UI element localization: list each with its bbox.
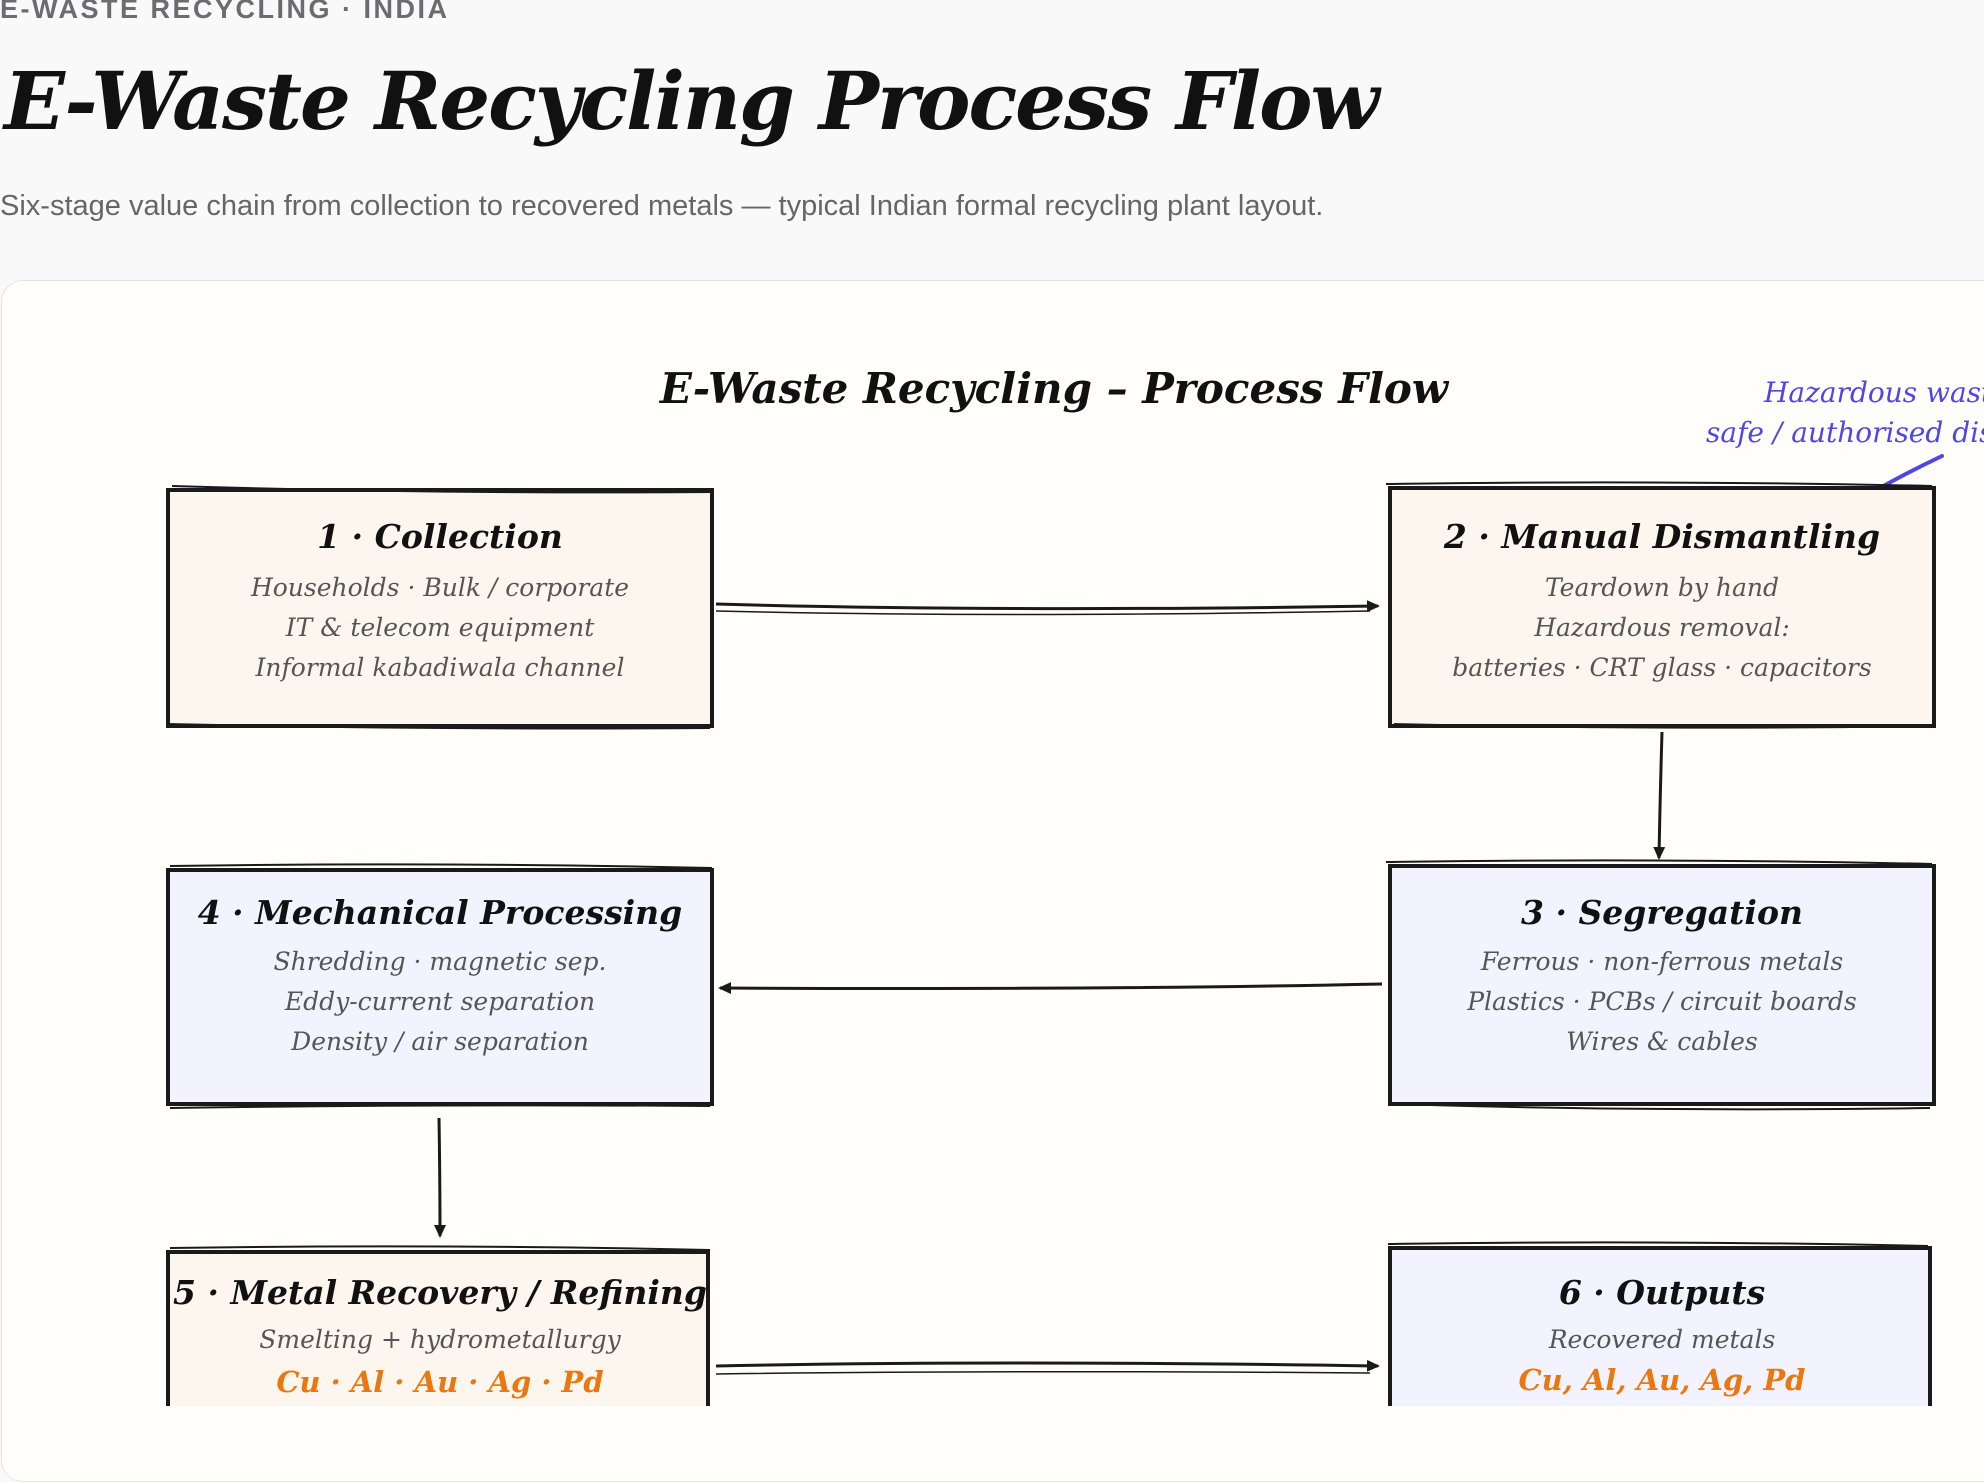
stage-line: Ferrous · non-ferrous metals	[1480, 947, 1843, 976]
stage-line: Hazardous removal:	[1533, 613, 1790, 642]
stage-line: Households · Bulk / corporate	[250, 573, 629, 602]
stage-line: Teardown by hand	[1545, 573, 1779, 602]
process-flow-diagram: E-Waste Recycling – Process Flow Hazardo…	[165, 364, 1984, 1406]
arrow-5-to-6	[715, 1359, 1380, 1372]
eyebrow-label: E-WASTE RECYCLING · INDIA	[0, 0, 450, 24]
stage-line: batteries · CRT glass · capacitors	[1452, 653, 1871, 682]
stage-box-manual-dismantling: 2 · Manual Dismantling Teardown by hand …	[1385, 481, 1936, 729]
stage-line: Informal kabadiwala channel	[255, 653, 625, 682]
stage-line: Plastics · PCBs / circuit boards	[1466, 987, 1857, 1016]
arrow-4-to-5	[433, 1117, 446, 1238]
stage-line: Recovered metals	[1548, 1325, 1776, 1354]
stage-line: IT & telecom equipment	[285, 613, 596, 642]
stage-line: Wires & cables	[1566, 1027, 1758, 1056]
stage-line: Density / air separation	[290, 1027, 589, 1056]
arrow-2-to-3	[1653, 731, 1666, 860]
page-title: E-Waste Recycling Process Flow	[4, 54, 1379, 148]
stage-title: 6 · Outputs	[1559, 1273, 1765, 1312]
stage-title: 1 · Collection	[317, 517, 563, 556]
stage-box-collection: 1 · Collection Households · Bulk / corpo…	[165, 485, 715, 730]
stage-line: Smelting + hydrometallurgy	[259, 1325, 621, 1354]
stage-line: Shredding · magnetic sep.	[274, 947, 607, 976]
diagram-title: E-Waste Recycling – Process Flow	[659, 364, 1450, 413]
page-subtitle: Six-stage value chain from collection to…	[0, 190, 1324, 222]
stage-highlight: Cu · Al · Au · Ag · Pd	[276, 1365, 603, 1399]
stage-box-mechanical-processing: 4 · Mechanical Processing Shredding · ma…	[166, 863, 714, 1109]
hazard-annotation: Hazardous waste — safe / authorised disp…	[1706, 376, 1984, 498]
stage-highlight: Cu, Al, Au, Ag, Pd	[1519, 1363, 1806, 1397]
annotation-line-2: safe / authorised disposal	[1706, 416, 1984, 449]
stage-title: 2 · Manual Dismantling	[1443, 517, 1880, 556]
connectors	[433, 600, 1666, 1375]
stage-title: 5 · Metal Recovery / Refining	[173, 1273, 707, 1312]
stage-title: 4 · Mechanical Processing	[198, 893, 683, 932]
annotation-line-1: Hazardous waste —	[1763, 376, 1984, 409]
stage-line: Eddy-current separation	[284, 987, 595, 1016]
stage-box-outputs: 6 · Outputs Recovered metals Cu, Al, Au,…	[1387, 1241, 1932, 1406]
stage-title: 3 · Segregation	[1521, 893, 1803, 932]
arrow-1-to-2	[715, 600, 1380, 613]
stage-box-metal-recovery: 5 · Metal Recovery / Refining Smelting +…	[166, 1245, 711, 1406]
arrow-3-to-4	[718, 982, 1383, 995]
stage-box-segregation: 3 · Segregation Ferrous · non-ferrous me…	[1385, 859, 1936, 1111]
